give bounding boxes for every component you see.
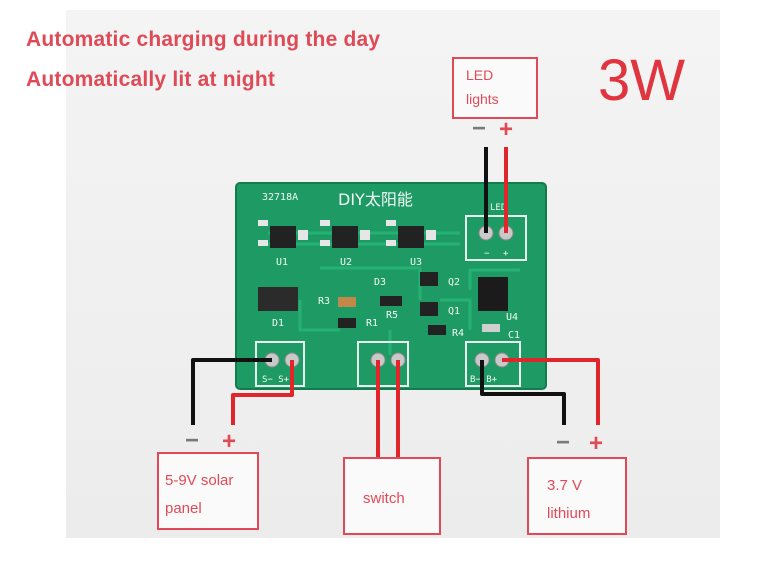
pcb-label-r4: R4: [452, 328, 464, 339]
battery-box: 3.7 V lithium: [527, 457, 627, 535]
pcb-outline: [235, 182, 547, 390]
pcb-brand-text: DIY太阳能: [338, 190, 413, 209]
pcb-model-text: 32718A: [262, 192, 298, 203]
pcb-label-q2: Q2: [448, 277, 460, 288]
battery-box-line2: lithium: [547, 505, 591, 522]
battery-box-line1: 3.7 V: [547, 477, 583, 494]
switch-box-line1: switch: [363, 490, 405, 507]
headline-charging: Automatic charging during the day: [26, 28, 381, 51]
pcb-label-u2: U2: [340, 257, 352, 268]
pcb-label-q1: Q1: [448, 306, 460, 317]
pcb-label-r5: R5: [386, 310, 398, 321]
power-rating: 3W: [598, 48, 685, 113]
solar-box-line2: panel: [165, 500, 202, 517]
pcb-led-pin-plus: +: [503, 249, 509, 259]
pcb-label-c1: C1: [508, 330, 520, 341]
pcb-label-u3: U3: [410, 257, 422, 268]
pcb-chips: [258, 220, 508, 335]
headline-lighting: Automatically lit at night: [26, 68, 276, 91]
solar-panel-box: 5-9V solar panel: [157, 452, 259, 530]
pcb-label-u4: U4: [506, 312, 518, 323]
led-box-line2: lights: [466, 91, 499, 107]
solar-black-wire: [191, 358, 272, 425]
solar-red-wire: [231, 360, 294, 425]
solar-minus-sign: −: [185, 427, 200, 454]
pcb-silkscreen: [255, 215, 527, 387]
switch-box: switch: [343, 457, 441, 535]
battery-black-wire: [480, 360, 566, 425]
pcb-led-header-text: LED: [490, 203, 506, 213]
solar-plus-sign: +: [222, 428, 237, 455]
pcb-solar-terminal-text: S− S+: [262, 375, 290, 385]
pcb-label-d1: D1: [272, 318, 284, 329]
pcb-label-r3: R3: [318, 296, 330, 307]
led-box-line1: LED: [466, 67, 494, 83]
pcb-label-d3: D3: [374, 277, 386, 288]
led-lights-box: LED lights: [452, 57, 538, 119]
battery-minus-sign: −: [556, 429, 571, 456]
led-minus-sign: −: [472, 115, 487, 142]
solar-box-line1: 5-9V solar: [165, 472, 234, 489]
pcb-label-r1: R1: [366, 318, 378, 329]
pcb-label-u1: U1: [276, 257, 288, 268]
pcb-led-pin-minus: −: [484, 249, 490, 259]
battery-plus-sign: +: [589, 430, 604, 457]
wires: [191, 147, 600, 457]
battery-red-wire: [502, 358, 600, 425]
led-plus-sign: +: [499, 116, 514, 143]
